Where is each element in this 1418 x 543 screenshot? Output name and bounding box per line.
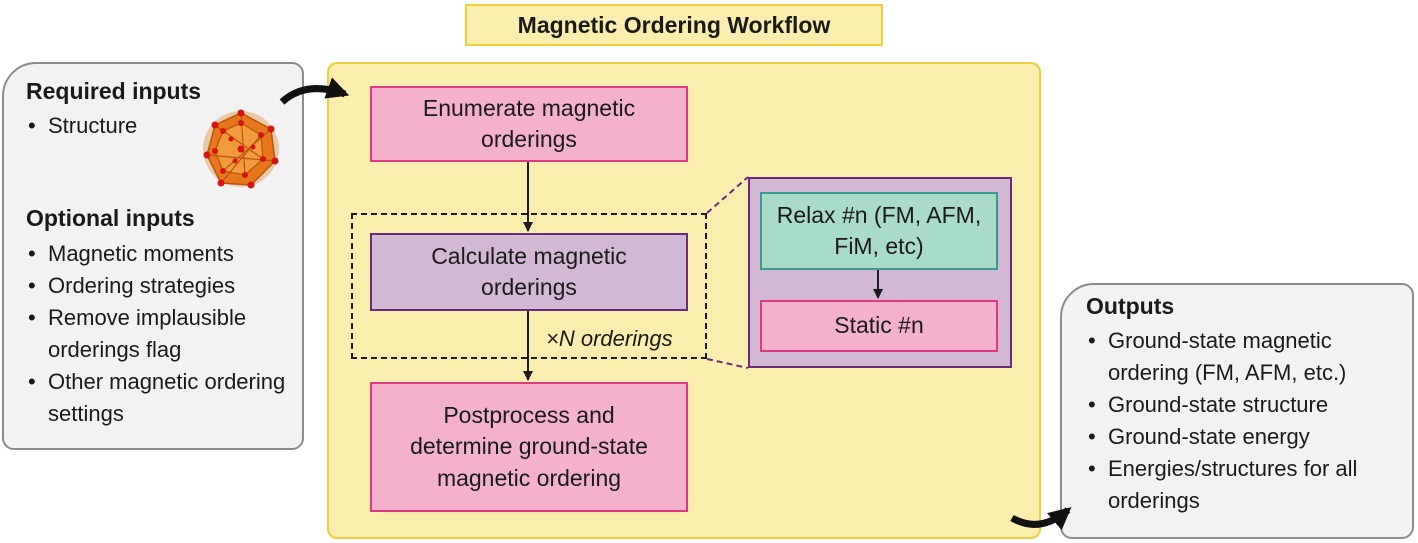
output-item: Ground-state energy bbox=[1086, 421, 1404, 453]
static-label: Static #n bbox=[834, 312, 924, 339]
zoom-line-top bbox=[706, 176, 749, 214]
optional-input-item: Other magnetic ordering settings bbox=[26, 366, 298, 430]
optional-input-item: Magnetic moments bbox=[26, 238, 298, 270]
output-item: Ground-state magnetic ordering (FM, AFM,… bbox=[1086, 325, 1404, 389]
arrow-workflow-to-outputs bbox=[1010, 507, 1072, 531]
workflow-title: Magnetic Ordering Workflow bbox=[465, 4, 883, 46]
optional-input-item: Ordering strategies bbox=[26, 270, 298, 302]
postprocess-label: Postprocess and determine ground-state m… bbox=[410, 402, 648, 491]
output-item: Ground-state structure bbox=[1086, 389, 1404, 421]
postprocess-box: Postprocess and determine ground-state m… bbox=[370, 382, 688, 512]
arrow-inputs-to-workflow bbox=[279, 77, 350, 105]
calculate-orderings-box: Calculate magnetic orderings bbox=[370, 233, 688, 311]
required-input-item: Structure bbox=[26, 110, 196, 142]
relax-label: Relax #n (FM, AFM, FiM, etc) bbox=[776, 201, 982, 259]
crystal-structure-icon bbox=[203, 109, 279, 189]
outputs-list: Ground-state magnetic ordering (FM, AFM,… bbox=[1086, 325, 1404, 517]
n-orderings-label: ×N orderings bbox=[546, 326, 673, 351]
zoom-line-bottom bbox=[706, 358, 749, 369]
relax-box: Relax #n (FM, AFM, FiM, etc) bbox=[760, 192, 998, 270]
outputs-heading: Outputs bbox=[1086, 293, 1175, 319]
optional-input-item: Remove implausible orderings flag bbox=[26, 302, 298, 366]
output-item: Energies/structures for all orderings bbox=[1086, 453, 1404, 517]
calculate-orderings-label: Calculate magnetic orderings bbox=[431, 242, 627, 300]
required-inputs-list: Structure bbox=[26, 110, 196, 142]
static-box: Static #n bbox=[760, 300, 998, 352]
optional-inputs-list: Magnetic moments Ordering strategies Rem… bbox=[26, 238, 298, 430]
enumerate-orderings-box: Enumerate magnetic orderings bbox=[370, 86, 688, 162]
optional-inputs-heading: Optional inputs bbox=[26, 205, 195, 231]
enumerate-orderings-label: Enumerate magnetic orderings bbox=[422, 94, 636, 152]
required-inputs-heading: Required inputs bbox=[26, 78, 202, 104]
